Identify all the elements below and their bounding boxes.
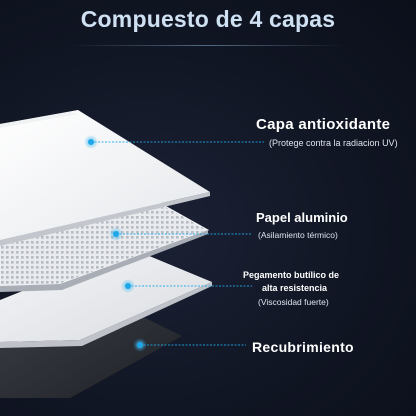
layer-pegamento-title-line1: Pegamento butílico de [243,270,340,280]
layer-recubrimiento-title: Recubrimiento [252,339,354,355]
layer-aluminio-description: (Asilamiento térmico) [258,230,338,240]
marker-recubrimiento [133,338,147,352]
layer-pegamento-description: (Viscosidad fuerte) [258,297,329,307]
title-underline [70,45,346,46]
layer-pegamento-sheet [0,248,212,348]
marker-antioxidante [84,135,98,149]
page-title: Compuesto de 4 capas [80,6,336,32]
layer-antioxidante-title: Capa antioxidante [256,116,391,133]
marker-aluminio [109,227,123,241]
marker-pegamento [121,279,135,293]
layer-aluminio-title: Papel aluminio [256,210,348,225]
layer-antioxidante-sheet [0,110,210,246]
layer-antioxidante-description: (Protege contra la radiacion UV) [269,138,398,148]
layer-pegamento-title-line2: alta resistencia [262,283,328,293]
